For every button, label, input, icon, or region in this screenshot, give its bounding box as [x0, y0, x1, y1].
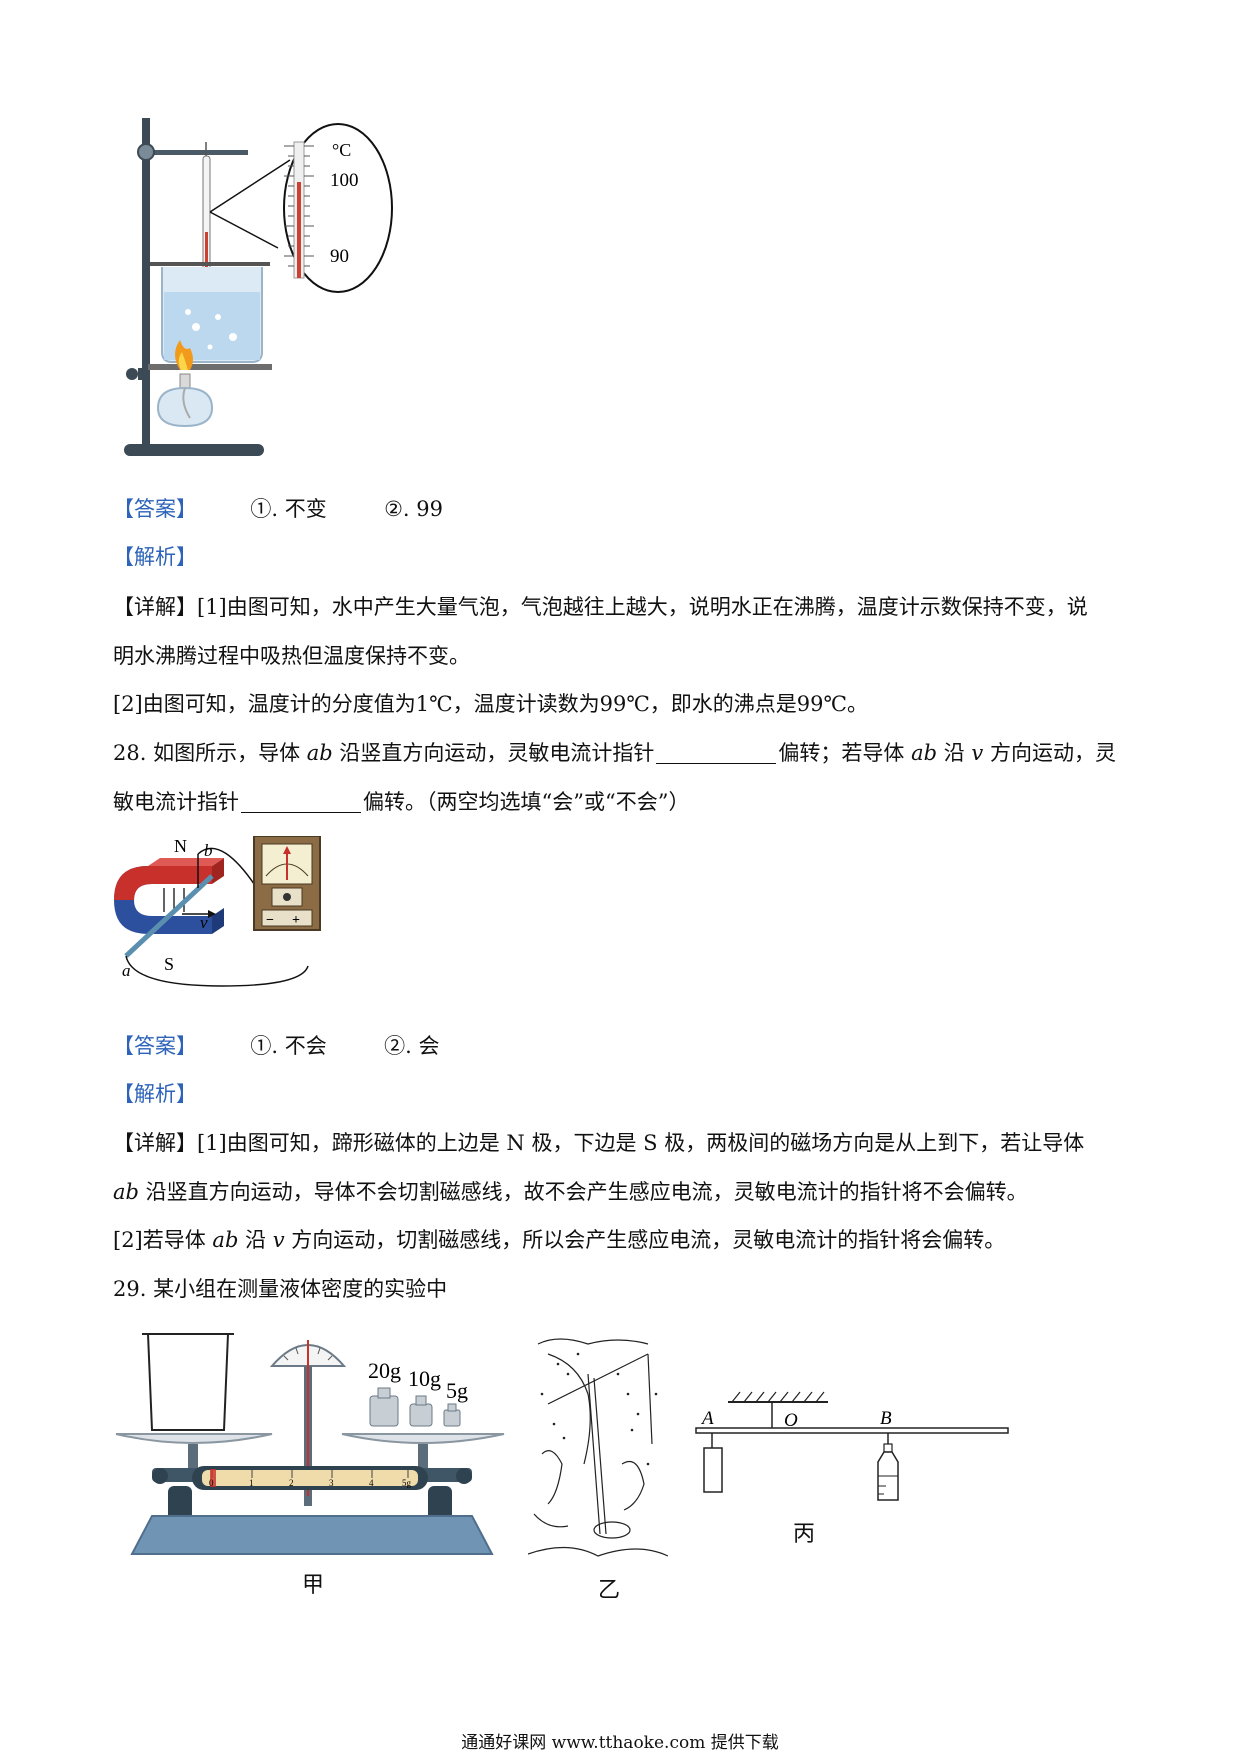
- q29-title: 29. 某小组在测量液体密度的实验中: [113, 1277, 448, 1301]
- galvanometer-minus: −: [266, 913, 274, 928]
- q28-answer-1: ①. 不会: [250, 1034, 327, 1058]
- page-footer: 通通好课网 www.tthaoke.com 提供下载: [461, 1733, 779, 1753]
- label-a: a: [122, 961, 131, 980]
- q28-answer-2: ②. 会: [384, 1034, 440, 1058]
- scale-tick-5g: 5g: [402, 1478, 412, 1488]
- boiling-apparatus-figure: °C 100 90: [124, 118, 393, 456]
- q28-detail-line2: ab 沿竖直方向运动，导体不会切割磁感线，故不会产生感应电流，灵敏电流计的指针将…: [113, 1177, 1028, 1207]
- scale-tick-3: 3: [329, 1478, 334, 1488]
- caption-jia: 甲: [302, 1573, 325, 1598]
- q27-answer-tag: 【答案】: [113, 497, 197, 521]
- q28-text: 沿: [238, 1228, 273, 1252]
- scale-tick-1: 1: [249, 1478, 254, 1488]
- q28-ab: ab: [113, 1180, 139, 1204]
- q28-text: 偏转。（两空均选填“会”或“不会”）: [363, 790, 690, 814]
- q28-blank-2[interactable]: [241, 790, 361, 813]
- q28-v: v: [272, 1228, 285, 1252]
- lever-label-o: O: [784, 1410, 798, 1431]
- q27-detail-line3: [2]由图可知，温度计的分度值为1℃，温度计读数为99℃，即水的沸点是99℃。: [113, 692, 869, 716]
- q27-detail-line2: 明水沸腾过程中吸热但温度保持不变。: [113, 644, 470, 668]
- q28-question-line1: 28. 如图所示，导体 ab 沿竖直方向运动，灵敏电流计指针偏转；若导体 ab …: [113, 738, 1116, 768]
- scale-tick-0: 0: [209, 1478, 214, 1488]
- q28-text: 沿竖直方向运动，灵敏电流计指针: [332, 741, 655, 765]
- q28-v: v: [971, 741, 984, 765]
- label-v: v: [200, 913, 208, 932]
- q28-text: 沿: [937, 741, 972, 765]
- induction-figure: − + N b v S a: [114, 836, 321, 987]
- q28-detail-line3: [2]若导体 ab 沿 v 方向运动，切割磁感线，所以会产生感应电流，灵敏电流计…: [113, 1225, 1005, 1255]
- q28-text: 敏电流计指针: [113, 790, 239, 814]
- thermometer-tick-90: 90: [330, 246, 349, 267]
- q28-text: 偏转；若导体: [778, 741, 912, 765]
- lever-figure: A O B: [695, 1391, 1009, 1501]
- q27-answer-2: ②. 99: [384, 497, 444, 521]
- q28-detail-line1: 【详解】[1]由图可知，蹄形磁体的上边是 N 极，下边是 S 极，两极间的磁场方…: [113, 1131, 1085, 1155]
- scale-tick-4: 4: [369, 1478, 374, 1488]
- well-sweep-illustration: [528, 1338, 668, 1557]
- thermometer-tick-100: 100: [330, 170, 359, 191]
- balance-figure: 0 1 2 3 4 5g 20g 10g 5g: [115, 1333, 505, 1555]
- weight-10g: 10g: [408, 1366, 441, 1391]
- label-b: b: [204, 841, 213, 860]
- q28-text: [2]若导体: [113, 1228, 213, 1252]
- galvanometer-plus: +: [292, 913, 300, 928]
- q27-detail-line1: 【详解】[1]由图可知，水中产生大量气泡，气泡越往上越大，说明水正在沸腾，温度计…: [113, 595, 1088, 619]
- q28-ab: ab: [306, 741, 333, 765]
- q28-analysis-tag: 【解析】: [113, 1082, 197, 1106]
- caption-bing: 丙: [793, 1522, 816, 1547]
- q27-answer-1: ①. 不变: [250, 497, 327, 521]
- scale-tick-2: 2: [289, 1478, 294, 1488]
- q27-analysis-tag: 【解析】: [113, 545, 197, 569]
- q28-ab: ab: [212, 1228, 239, 1252]
- q28-question-line2: 敏电流计指针 偏转。（两空均选填“会”或“不会”）: [113, 787, 689, 817]
- lever-label-b: B: [880, 1408, 892, 1429]
- weight-5g: 5g: [446, 1378, 468, 1403]
- q28-blank-1[interactable]: [656, 741, 777, 764]
- q27-answer-row: 【答案】 ①. 不变 ②. 99: [113, 494, 443, 524]
- q28-text: 沿竖直方向运动，导体不会切割磁感线，故不会产生感应电流，灵敏电流计的指针将不会偏…: [138, 1180, 1028, 1204]
- q28-ab: ab: [911, 741, 938, 765]
- q28-text: 方向运动，灵: [983, 741, 1116, 765]
- weight-20g: 20g: [368, 1358, 401, 1383]
- q28-text: 方向运动，切割磁感线，所以会产生感应电流，灵敏电流计的指针将会偏转。: [284, 1228, 1006, 1252]
- caption-yi: 乙: [598, 1578, 621, 1603]
- thermometer-unit: °C: [332, 140, 351, 160]
- q28-answer-row: 【答案】 ①. 不会 ②. 会: [113, 1031, 439, 1061]
- pole-s-label: S: [164, 954, 174, 974]
- q28-text: 28. 如图所示，导体: [113, 741, 307, 765]
- q28-answer-tag: 【答案】: [113, 1034, 197, 1058]
- pole-n-label: N: [174, 836, 187, 856]
- lever-label-a: A: [700, 1408, 714, 1429]
